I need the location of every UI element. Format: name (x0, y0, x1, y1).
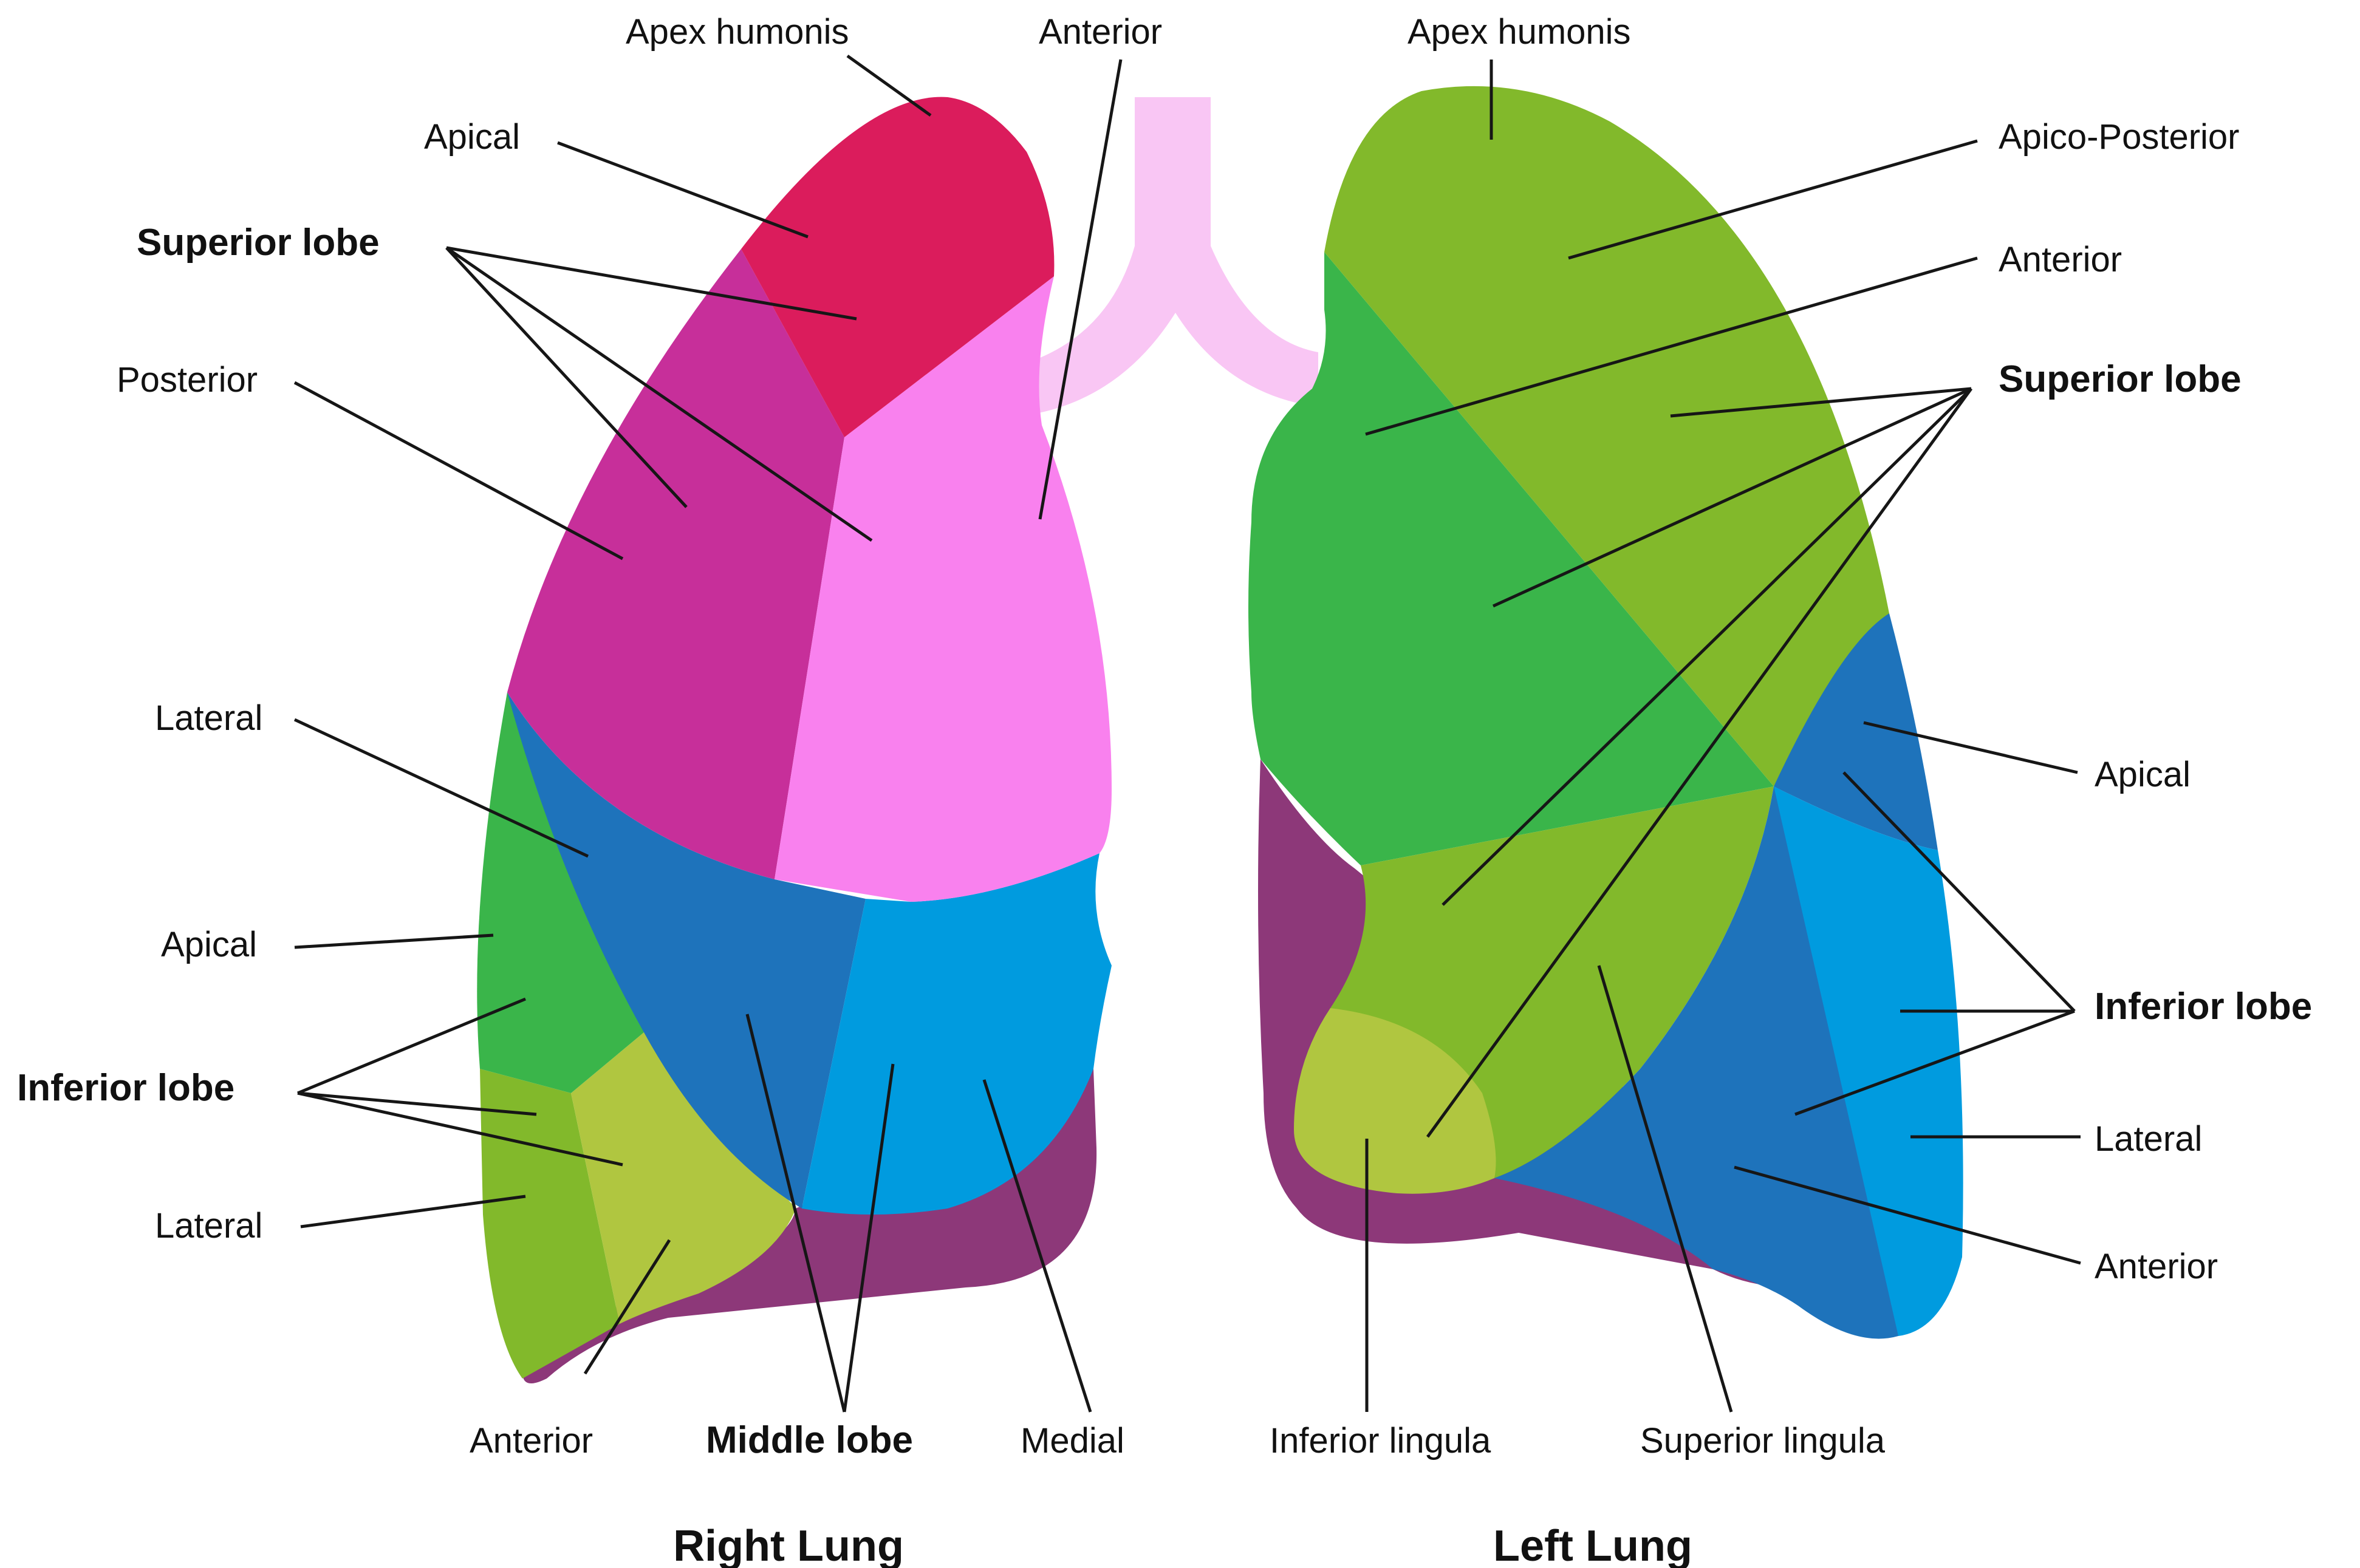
right-lung-title: Right Lung (673, 1522, 904, 1568)
right-middle-lobe-label: Middle lobe (706, 1419, 913, 1461)
left-superior-lobe-label: Superior lobe (1999, 358, 2242, 400)
right-lung (477, 97, 1112, 1383)
left-lung (1248, 86, 1963, 1339)
left-superior-lingula-label: Superior lingula (1640, 1421, 1886, 1461)
trachea-shape (1039, 97, 1318, 413)
right-lateral-lower-label: Lateral (155, 1206, 262, 1246)
left-anterior-label: Anterior (1999, 240, 2122, 279)
right-anterior-bottom-label: Anterior (470, 1421, 593, 1461)
right-apical-lower-label: Apical (161, 925, 257, 964)
right-inferior-lobe-label: Inferior lobe (17, 1067, 234, 1109)
left-inferior-lobe-label: Inferior lobe (2095, 986, 2312, 1028)
right-superior-lobe-label: Superior lobe (137, 222, 380, 264)
right-medial-label: Medial (1021, 1421, 1124, 1461)
left-lateral-label: Lateral (2095, 1119, 2202, 1159)
right-lateral-upper-label: Lateral (155, 698, 262, 738)
right-posterior-label: Posterior (117, 360, 258, 400)
left-apex-label: Apex humonis (1407, 12, 1631, 52)
left-apical-label: Apical (2095, 755, 2191, 794)
right-apical-label: Apical (424, 117, 520, 157)
left-inferior-lingula-label: Inferior lingula (1270, 1421, 1491, 1461)
right-apex-label: Apex humonis (626, 12, 849, 52)
left-anterior-lower-label: Anterior (2095, 1247, 2218, 1286)
left-apico-posterior-label: Apico-Posterior (1999, 117, 2239, 157)
right-anterior-top-label: Anterior (1039, 12, 1162, 52)
left-lung-title: Left Lung (1493, 1522, 1692, 1568)
